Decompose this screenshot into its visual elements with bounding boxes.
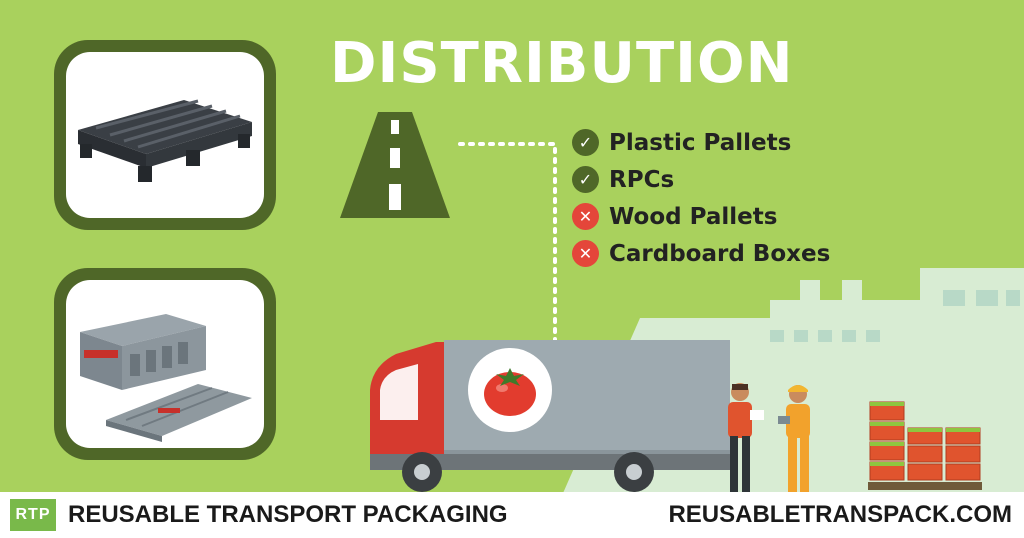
plastic-pallet-image	[66, 52, 264, 218]
footer-brand-text: REUSABLE TRANSPORT PACKAGING	[68, 501, 508, 528]
workers-illustration	[728, 383, 810, 492]
list-item-label: Cardboard Boxes	[609, 240, 831, 267]
plastic-pallet-card	[54, 40, 276, 230]
rtp-logo: RTP	[10, 499, 56, 531]
check-icon: ✓	[572, 166, 599, 193]
list-item-label: Plastic Pallets	[609, 129, 792, 156]
x-icon: ✕	[572, 203, 599, 230]
truck-illustration	[370, 340, 730, 492]
rpc-crate-card	[54, 268, 276, 460]
check-icon: ✓	[572, 129, 599, 156]
x-icon: ✕	[572, 240, 599, 267]
list-item: ✓ Plastic Pallets	[572, 124, 830, 161]
rpc-crate-image	[66, 280, 264, 448]
road-icon	[340, 112, 450, 218]
footer-bar: RTP REUSABLE TRANSPORT PACKAGING REUSABL…	[0, 492, 1024, 538]
list-item: ✓ RPCs	[572, 161, 830, 198]
list-item-label: Wood Pallets	[609, 203, 778, 230]
page-title: DISTRIBUTION	[330, 31, 794, 96]
list-item-label: RPCs	[609, 166, 675, 193]
list-item: ✕ Wood Pallets	[572, 198, 830, 235]
produce-crates-illustration	[868, 401, 982, 490]
footer-website-link[interactable]: REUSABLETRANSPACK.COM	[668, 501, 1012, 528]
packaging-checklist: ✓ Plastic Pallets ✓ RPCs ✕ Wood Pallets …	[572, 124, 830, 272]
tomato-icon	[484, 368, 536, 416]
dotted-connector	[458, 142, 557, 342]
list-item: ✕ Cardboard Boxes	[572, 235, 830, 272]
